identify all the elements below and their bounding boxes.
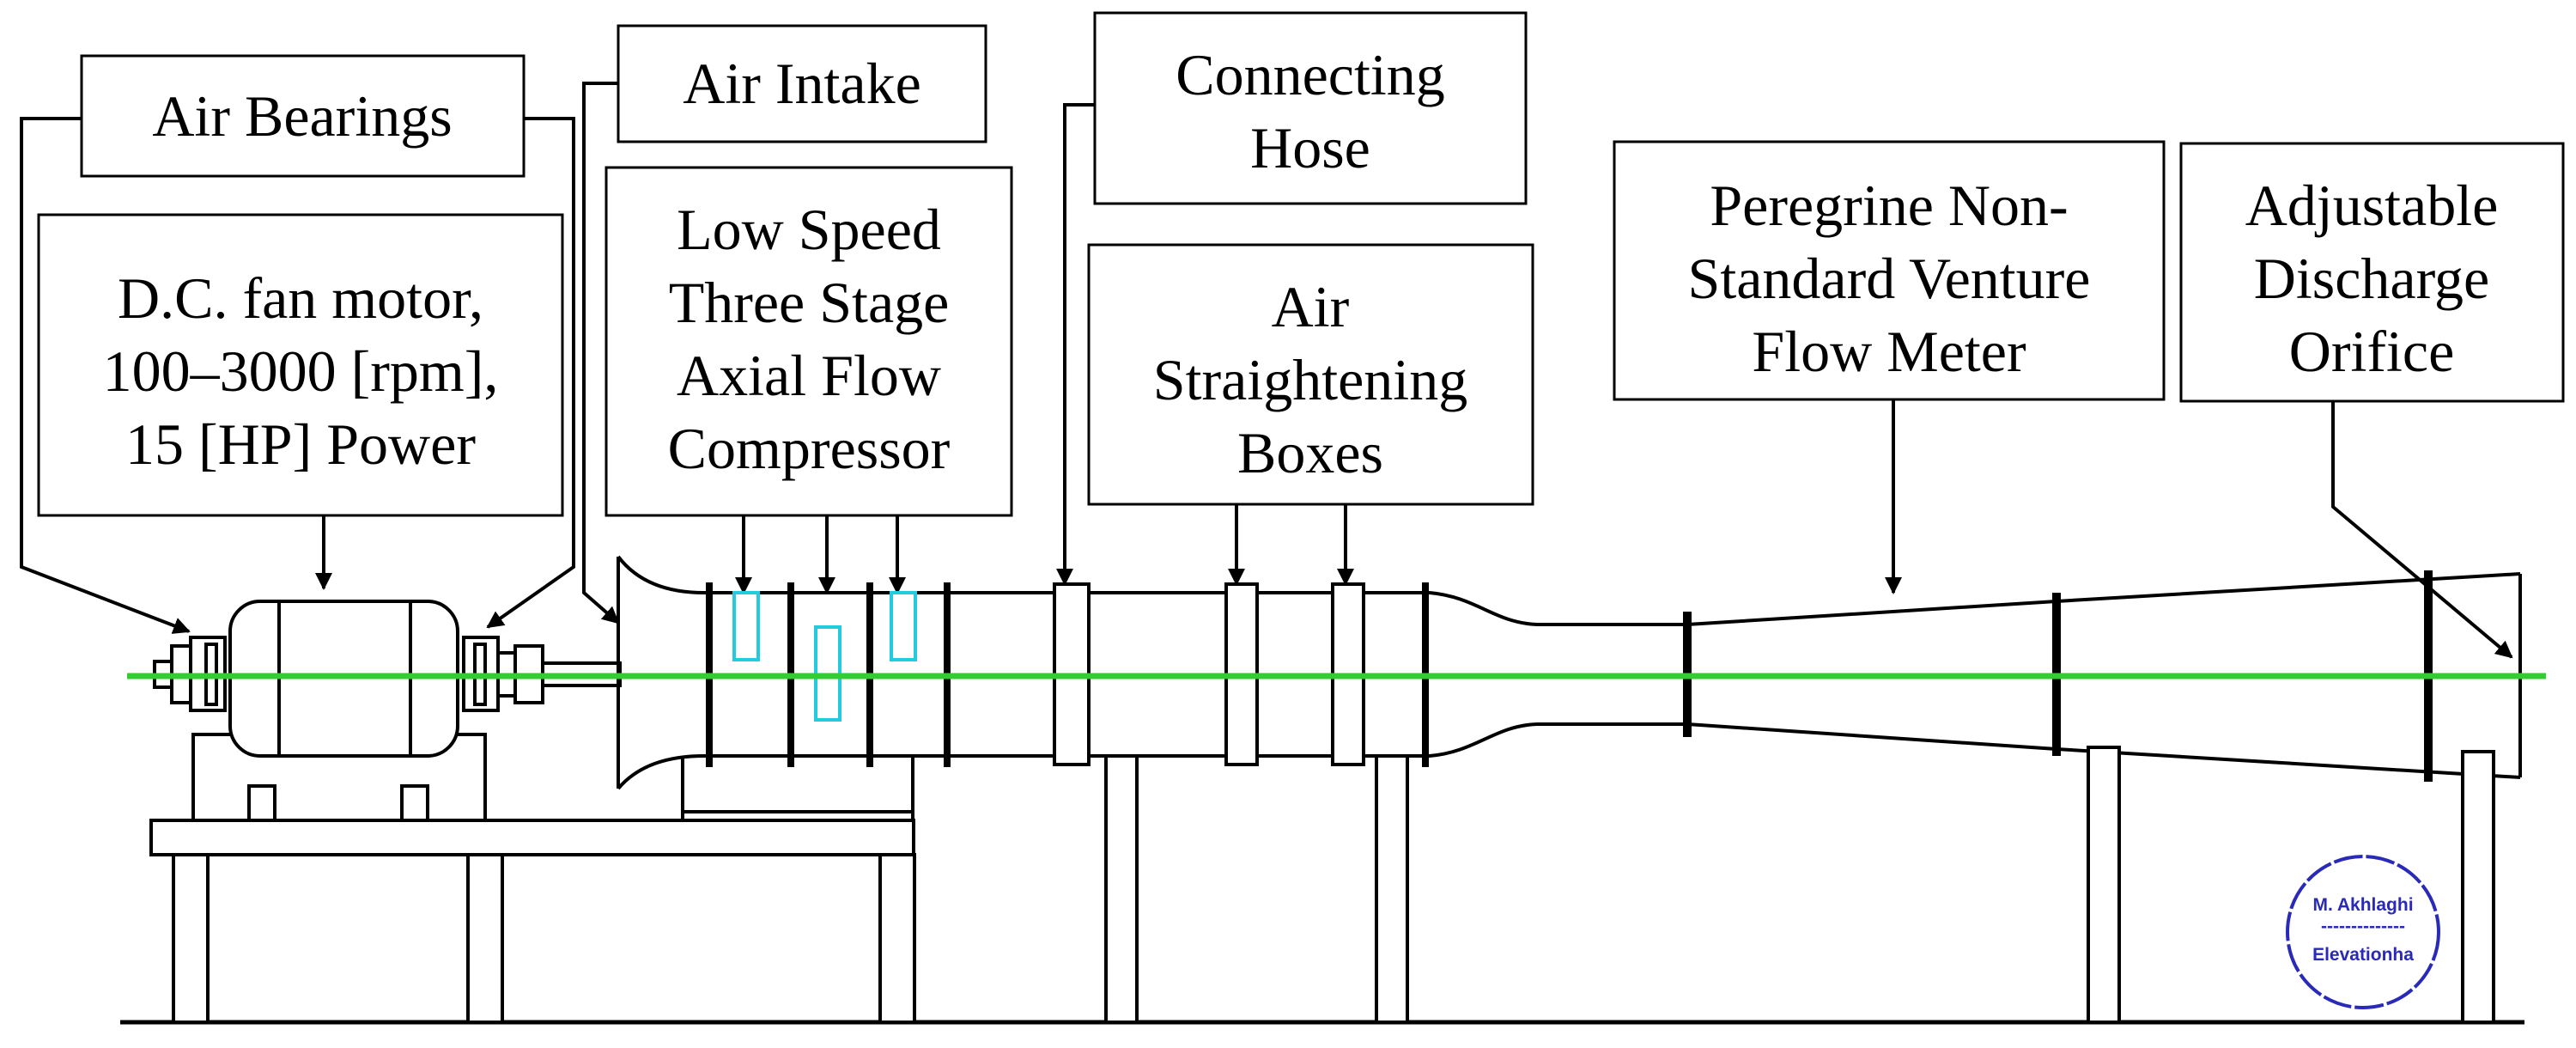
- orifice-line-1: Adjustable: [2245, 173, 2499, 238]
- label-orifice: Adjustable Discharge Orifice: [2179, 142, 2565, 403]
- orifice-line-2: Discharge: [2254, 246, 2489, 311]
- label-motor: D.C. fan motor, 100–3000 [rpm], 15 [HP] …: [37, 213, 564, 517]
- compressor-line-2: Three Stage: [669, 270, 950, 335]
- stamp-name: M. Akhlaghi: [2312, 895, 2413, 915]
- label-straightening-boxes: Air Straightening Boxes: [1087, 243, 1534, 506]
- straightening-line-3: Boxes: [1237, 420, 1383, 485]
- arrow-air-intake: [582, 82, 620, 625]
- label-venturi: Peregrine Non- Standard Venture Flow Met…: [1613, 140, 2166, 401]
- arrow-right-bearing: [486, 117, 575, 629]
- venturi-line-2: Standard Venture: [1688, 246, 2091, 311]
- straightening-line-2: Straightening: [1153, 347, 1467, 412]
- air-bearings-text: Air Bearings: [152, 83, 452, 149]
- compressor-line-4: Compressor: [668, 416, 951, 481]
- label-connecting-hose: Connecting Hose: [1093, 11, 1528, 205]
- arrow-connecting-hose: [1056, 103, 1095, 586]
- motor-line-1: D.C. fan motor,: [118, 265, 483, 331]
- motor-table: [149, 819, 916, 1024]
- label-compressor: Low Speed Three Stage Axial Flow Compres…: [605, 166, 1013, 517]
- motor-line-3: 15 [HP] Power: [125, 411, 476, 477]
- venturi-line-1: Peregrine Non-: [1710, 173, 2068, 238]
- arrow-orifice: [2331, 401, 2513, 659]
- label-air-bearings: Air Bearings: [80, 54, 526, 178]
- orifice-line-3: Orifice: [2289, 319, 2455, 384]
- duct-supports: [1104, 746, 2495, 1024]
- connecting-hose-line-2: Hose: [1250, 115, 1370, 180]
- stator-blades: [732, 591, 917, 722]
- straightening-line-1: Air: [1272, 274, 1350, 339]
- motor-line-2: 100–3000 [rpm],: [103, 338, 499, 404]
- compressor-line-1: Low Speed: [677, 197, 941, 262]
- stamp-site: Elevationha: [2312, 945, 2414, 965]
- compressor-line-3: Axial Flow: [677, 343, 941, 408]
- venturi-line-3: Flow Meter: [1752, 319, 2026, 384]
- leader-arrows: [20, 82, 2513, 659]
- arrow-left-bearing: [20, 117, 191, 634]
- compressor-cradle: [681, 756, 914, 820]
- connecting-hose-line-1: Connecting: [1176, 42, 1445, 107]
- bellmouth-intake: [617, 555, 708, 790]
- stamp-divider: --------------: [2321, 917, 2405, 936]
- watermark-stamp: M. Akhlaghi -------------- Elevationha: [2286, 855, 2440, 1009]
- label-air-intake: Air Intake: [617, 24, 987, 143]
- air-intake-text: Air Intake: [683, 51, 921, 116]
